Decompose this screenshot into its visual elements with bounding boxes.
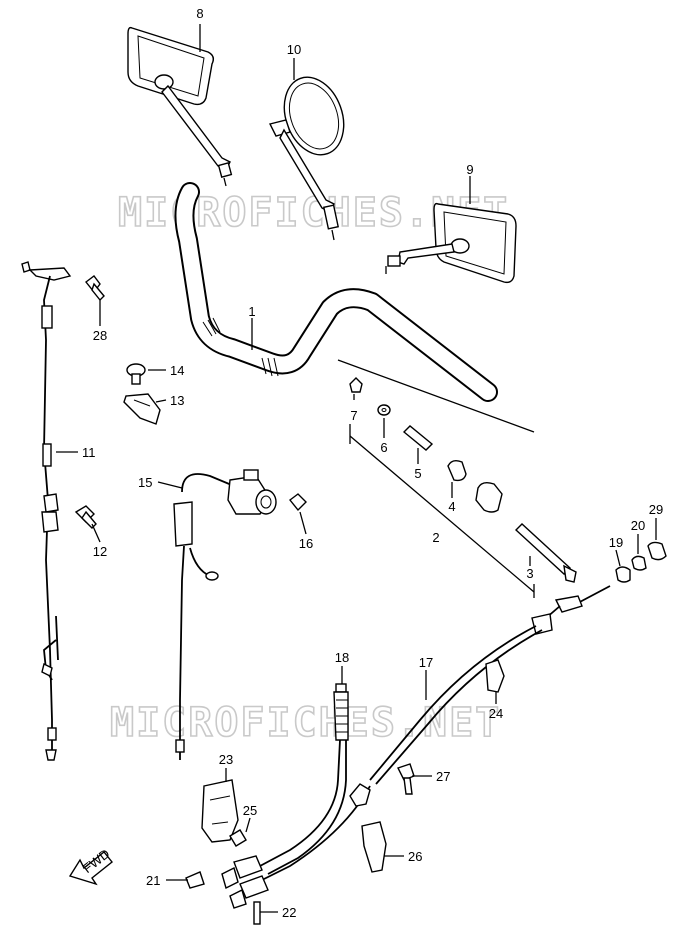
callout-21: 21 bbox=[146, 873, 160, 888]
callout-3: 3 bbox=[526, 566, 533, 581]
bracket-26 bbox=[349, 783, 387, 873]
callout-25: 25 bbox=[243, 803, 257, 818]
callout-20: 20 bbox=[631, 518, 645, 533]
callout-28: 28 bbox=[93, 328, 107, 343]
mirror-left-rect bbox=[127, 26, 233, 187]
callout-26: 26 bbox=[408, 849, 422, 864]
callout-13: 13 bbox=[170, 393, 184, 408]
callout-2: 2 bbox=[432, 530, 439, 545]
assembly-bracket bbox=[337, 359, 535, 598]
bracket-13 bbox=[123, 393, 161, 425]
cable-15 bbox=[173, 469, 277, 760]
cover-23 bbox=[201, 779, 239, 843]
part-21 bbox=[185, 871, 205, 889]
watermark-bottom: MICROFICHES.NET bbox=[110, 700, 501, 746]
callout-15: 15 bbox=[138, 475, 152, 490]
part-29 bbox=[647, 541, 667, 561]
callout-16: 16 bbox=[299, 536, 313, 551]
part-cushion bbox=[475, 481, 503, 513]
callout-7: 7 bbox=[350, 408, 357, 423]
part-bushing-4 bbox=[447, 459, 467, 482]
callout-8: 8 bbox=[196, 6, 203, 21]
bracket-24 bbox=[485, 659, 505, 693]
part-cap-7 bbox=[349, 377, 363, 393]
leader-lines bbox=[56, 24, 657, 913]
callout-27: 27 bbox=[436, 769, 450, 784]
callout-9: 9 bbox=[466, 162, 473, 177]
callout-1: 1 bbox=[248, 304, 255, 319]
screw-14 bbox=[126, 363, 146, 385]
callout-23: 23 bbox=[219, 752, 233, 767]
cable-11 bbox=[21, 261, 72, 761]
throttle-cable-17 bbox=[369, 585, 611, 785]
callout-24: 24 bbox=[489, 706, 503, 721]
part-20 bbox=[631, 555, 647, 571]
callout-4: 4 bbox=[448, 499, 455, 514]
callout-22: 22 bbox=[282, 905, 296, 920]
cable-end-lower bbox=[221, 855, 269, 909]
callout-12: 12 bbox=[93, 544, 107, 559]
mirror-right-rect bbox=[385, 202, 517, 284]
part-pin-5 bbox=[402, 425, 434, 451]
part-19 bbox=[615, 566, 631, 583]
callout-11: 11 bbox=[82, 445, 96, 460]
part-washer-6 bbox=[377, 404, 391, 416]
mirror-round bbox=[268, 76, 345, 241]
callout-5: 5 bbox=[414, 466, 421, 481]
callout-10: 10 bbox=[287, 42, 301, 57]
callout-17: 17 bbox=[419, 655, 433, 670]
bolt-27 bbox=[397, 763, 415, 795]
screw-28 bbox=[85, 275, 105, 302]
callout-18: 18 bbox=[335, 650, 349, 665]
callout-19: 19 bbox=[609, 535, 623, 550]
part-bolt-3 bbox=[514, 523, 577, 583]
callout-6: 6 bbox=[380, 440, 387, 455]
pin-22 bbox=[253, 901, 261, 925]
callout-14: 14 bbox=[170, 363, 184, 378]
fwd-arrow: FWD bbox=[68, 846, 113, 886]
handlebar bbox=[174, 182, 498, 402]
screw-25 bbox=[229, 829, 247, 847]
screw-16 bbox=[289, 493, 307, 512]
callout-29: 29 bbox=[649, 502, 663, 517]
